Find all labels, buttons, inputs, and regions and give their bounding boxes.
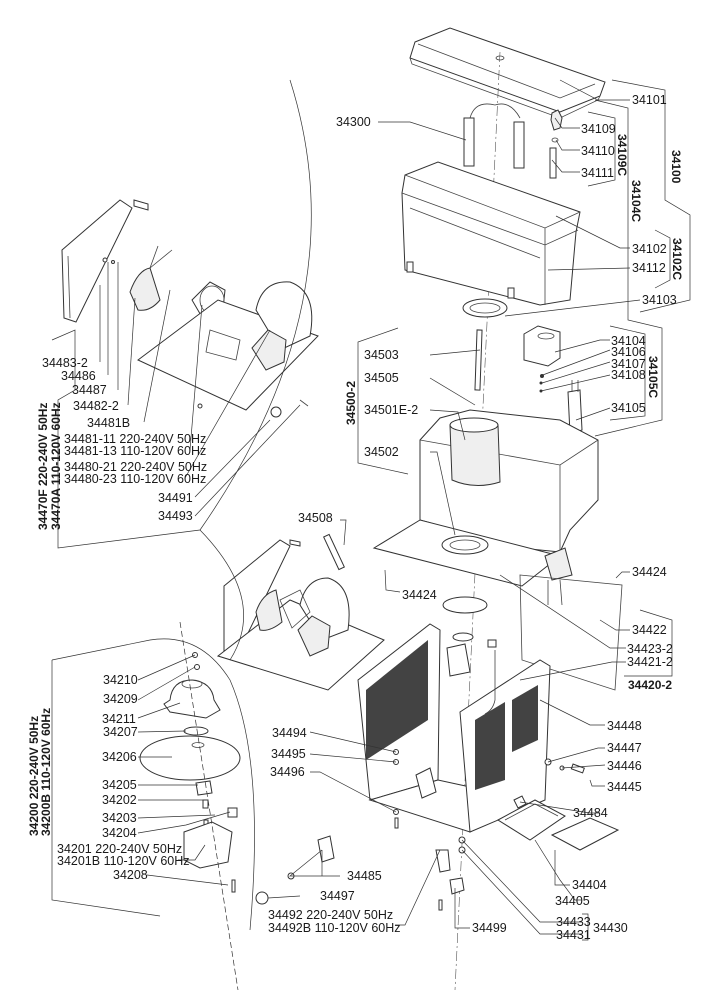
group-34100: 34100 [669,150,683,184]
label-34208: 34208 [113,868,148,882]
label-34404: 34404 [572,878,607,892]
lid-part [409,27,606,119]
label-34483-2: 34483-2 [42,356,88,370]
label-34497: 34497 [320,889,355,903]
label-34422: 34422 [632,623,667,637]
label-34499: 34499 [472,921,507,935]
condensing-unit-assembled [216,539,385,691]
label-34424-lower: 34424 [402,588,437,602]
label-34106: 34106 [611,345,646,359]
label-34300: 34300 [336,115,371,129]
label-34111: 34111 [581,166,614,180]
label-34102: 34102 [632,242,667,256]
label-34433: 34433 [556,915,591,929]
label-34480-a: 34480-21 220-240V 50Hz [64,460,207,474]
label-34481-b: 34481-13 110-120V 60Hz [64,444,206,458]
condensing-unit-top [61,199,319,411]
label-34448: 34448 [607,719,642,733]
stirring-motor-assembly [139,652,241,893]
group-34430: 34430 [593,921,628,935]
label-34481B: 34481B [87,416,130,430]
label-34107: 34107 [611,357,646,371]
label-34202: 34202 [102,793,137,807]
label-34480-b: 34480-23 110-120V 60Hz [64,472,206,486]
group-34105C: 34105C [646,356,660,398]
label-34508: 34508 [298,511,333,525]
label-34206: 34206 [102,750,137,764]
label-34446: 34446 [607,759,642,773]
label-34205: 34205 [102,778,137,792]
label-34108: 34108 [611,368,646,382]
group-34104C: 34104C [629,180,643,222]
label-34421-2: 34421-2 [627,655,673,669]
label-34424-upper: 34424 [632,565,667,579]
label-34101: 34101 [632,93,667,107]
label-34482-2: 34482-2 [73,399,119,413]
group-34109C: 34109C [615,134,629,176]
group-34102C: 34102C [670,238,684,280]
label-34105: 34105 [611,401,646,415]
label-34405: 34405 [555,894,590,908]
label-34501E-2: 34501E-2 [364,403,418,417]
base-plate-part [372,519,573,606]
cabinet-left-grill [366,640,428,760]
gasket-part [462,298,508,318]
small-parts-left [102,257,309,418]
label-34492-a: 34492 220-240V 50Hz [268,908,393,922]
auger-part [463,103,525,169]
label-34445: 34445 [607,780,642,794]
side-panel-part [519,574,623,691]
label-34505: 34505 [364,371,399,385]
label-34209: 34209 [103,692,138,706]
label-34204: 34204 [102,826,137,840]
label-34493: 34493 [158,509,193,523]
label-34486: 34486 [61,369,96,383]
label-34494: 34494 [272,726,307,740]
label-34211: 34211 [102,712,136,726]
label-34112: 34112 [632,261,666,275]
label-34485: 34485 [347,869,382,883]
label-34487: 34487 [72,383,107,397]
label-34103: 34103 [642,293,677,307]
bottom-parts [255,749,620,911]
label-34423-2: 34423-2 [627,642,673,656]
label-34109: 34109 [581,122,616,136]
label-34431: 34431 [556,928,591,942]
label-34503: 34503 [364,348,399,362]
label-34447: 34447 [607,741,642,755]
group-34420-2: 34420-2 [628,678,672,692]
capillary-part [323,533,345,571]
label-34502: 34502 [364,445,399,459]
label-34484: 34484 [573,806,608,820]
label-34201-a: 34201 220-240V 50Hz [57,842,182,856]
leader-lines [99,79,641,935]
group-labels: 34100 34109C 34104C 34102C 34105C 34500-… [27,134,684,935]
group-34200-b: 34200B 110-120V 60Hz [39,708,53,836]
label-34491: 34491 [158,491,193,505]
label-34492-b: 34492B 110-120V 60Hz [268,921,401,935]
label-34104: 34104 [611,334,646,348]
evaporator-part [419,409,599,553]
group-34200-a: 34200 220-240V 50Hz [27,716,41,836]
group-34500-2: 34500-2 [344,381,358,425]
label-34203: 34203 [102,811,137,825]
label-34210: 34210 [103,673,138,687]
group-boundaries [51,79,691,991]
label-34201-b: 34201B 110-120V 60Hz [57,854,190,868]
group-34470-b: 34470A 110-120V 60Hz [49,402,63,530]
label-34110: 34110 [581,144,615,158]
label-34495: 34495 [271,747,306,761]
part-labels: 34101 34300 34109 34110 34111 34102 3411… [42,93,677,942]
tap-parts [549,109,563,179]
label-34496: 34496 [270,765,305,779]
group-34470-a: 34470F 220-240V 50Hz [36,403,50,530]
shaft-part [474,329,483,391]
label-34481-a: 34481-11 220-240V 50Hz [64,432,206,446]
bowl-part [401,161,581,306]
label-34207: 34207 [103,725,138,739]
center-drive-parts [442,596,497,677]
cabinet-part [357,623,551,833]
